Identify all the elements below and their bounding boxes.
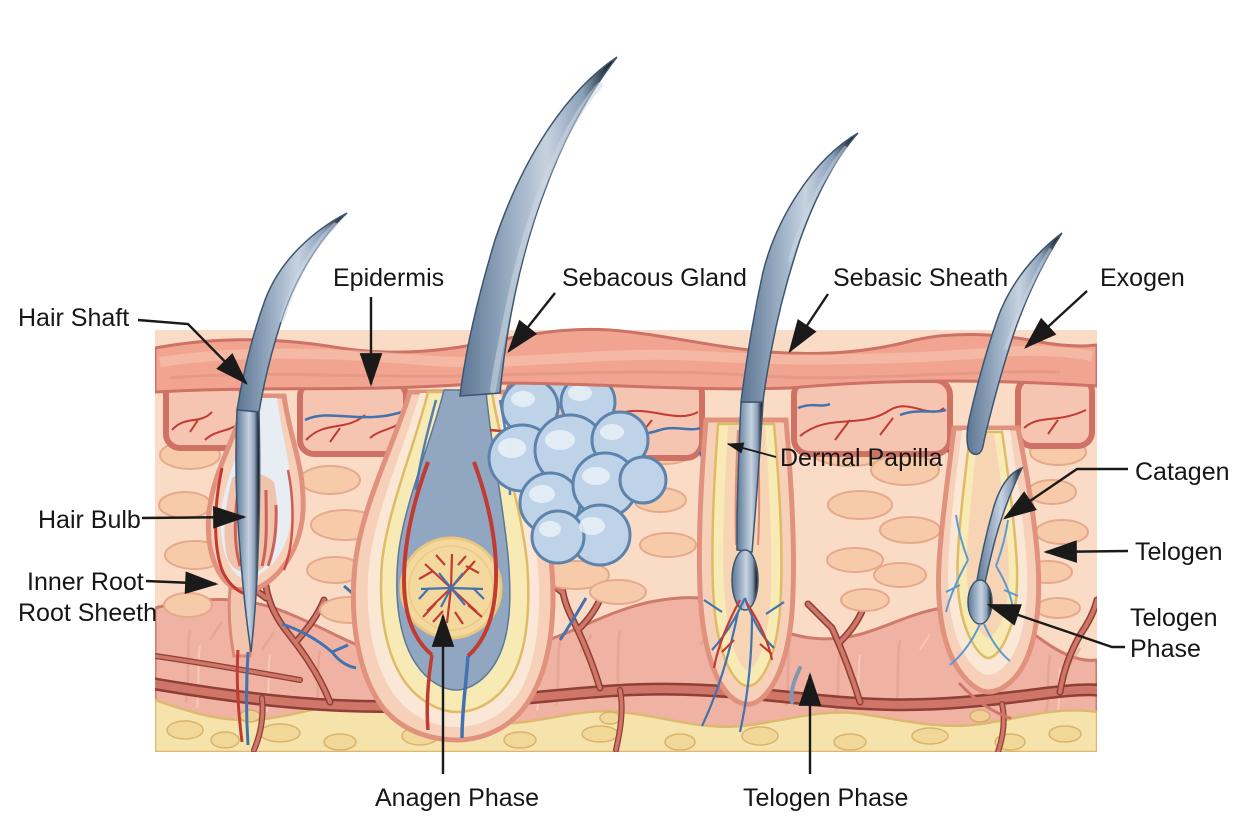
hair-shafts <box>235 56 1063 653</box>
hair-shaft-2-anagen <box>459 56 618 397</box>
annotations: Hair Shaft Epidermis Sebacous Gland Seba… <box>18 264 1230 812</box>
shed-hair-fragment <box>789 666 802 704</box>
inner-root-leader <box>145 571 219 594</box>
skin-cross-section <box>155 327 1097 752</box>
dermal-papilla-leader <box>726 442 777 458</box>
hair-shaft-1 <box>235 212 348 653</box>
annotation-telogen: Telogen <box>1043 538 1223 566</box>
hair-shaft-4-exogen <box>966 232 1063 456</box>
annotation-hair-shaft: Hair Shaft <box>18 304 248 385</box>
exogen-leader <box>1024 290 1088 349</box>
dermal-papilla-label: Dermal Papilla <box>780 444 943 472</box>
annotation-inner-root-sheath: Inner Root Root Sheeth <box>18 568 219 627</box>
annotation-sebaceous-gland: Sebacous Gland <box>507 264 747 354</box>
catagen-label: Catagen <box>1135 458 1230 486</box>
telogen-phase-right-label-line1: Telogen <box>1130 604 1218 632</box>
sebasic-sheath-label: Sebasic Sheath <box>833 264 1008 292</box>
annotation-anagen-phase: Anagen Phase <box>375 613 539 812</box>
catagen-capillaries-blue <box>701 597 785 733</box>
telogen-capillaries-blue <box>945 514 1019 666</box>
hair-shaft-3 <box>740 132 859 403</box>
annotation-exogen: Exogen <box>1024 264 1185 349</box>
annotation-telogen-phase-right: Telogen Phase <box>986 603 1218 663</box>
fat-cells <box>158 418 1089 624</box>
annotation-dermal-papilla: Dermal Papilla <box>726 442 943 472</box>
hair-shaft-label: Hair Shaft <box>18 304 129 332</box>
sebaceous-gland-label: Sebacous Gland <box>562 264 747 292</box>
epidermis-label: Epidermis <box>333 264 444 292</box>
follicle-catagen <box>696 401 797 733</box>
sebasic-sheath-leader <box>788 293 829 354</box>
exogen-label: Exogen <box>1100 264 1185 292</box>
inner-root-label-line1: Inner Root <box>27 568 144 596</box>
annotation-hair-bulb: Hair Bulb <box>38 505 247 534</box>
telogen-leader <box>1043 540 1129 563</box>
catagen-leader <box>1002 467 1128 520</box>
papilla-capillaries-blue <box>418 572 485 608</box>
annotation-epidermis: Epidermis <box>333 264 444 387</box>
sebaceous-gland-leader <box>507 292 556 354</box>
club-hair-bulb <box>731 549 759 611</box>
hair-bulb-leader <box>141 505 247 529</box>
anagen-phase-label: Anagen Phase <box>375 784 539 812</box>
hair-bulb-label: Hair Bulb <box>38 506 141 534</box>
telogen-phase-right-label-line2: Phase <box>1130 635 1201 663</box>
annotation-catagen: Catagen <box>1002 458 1230 520</box>
telogen-phase-right-leader <box>986 603 1125 649</box>
annotation-telogen-phase-bottom: Telogen Phase <box>743 672 908 812</box>
telogen-club <box>967 579 993 625</box>
annotation-sebasic-sheath: Sebasic Sheath <box>788 264 1008 354</box>
hair-shaft-leader <box>137 318 248 385</box>
blood-vessel-network <box>155 568 1097 752</box>
inner-root-label-line2: Root Sheeth <box>18 599 157 627</box>
telogen-label: Telogen <box>1135 538 1223 566</box>
telogen-phase-bottom-label: Telogen Phase <box>743 784 908 812</box>
catagen-capillaries-red <box>712 599 774 669</box>
